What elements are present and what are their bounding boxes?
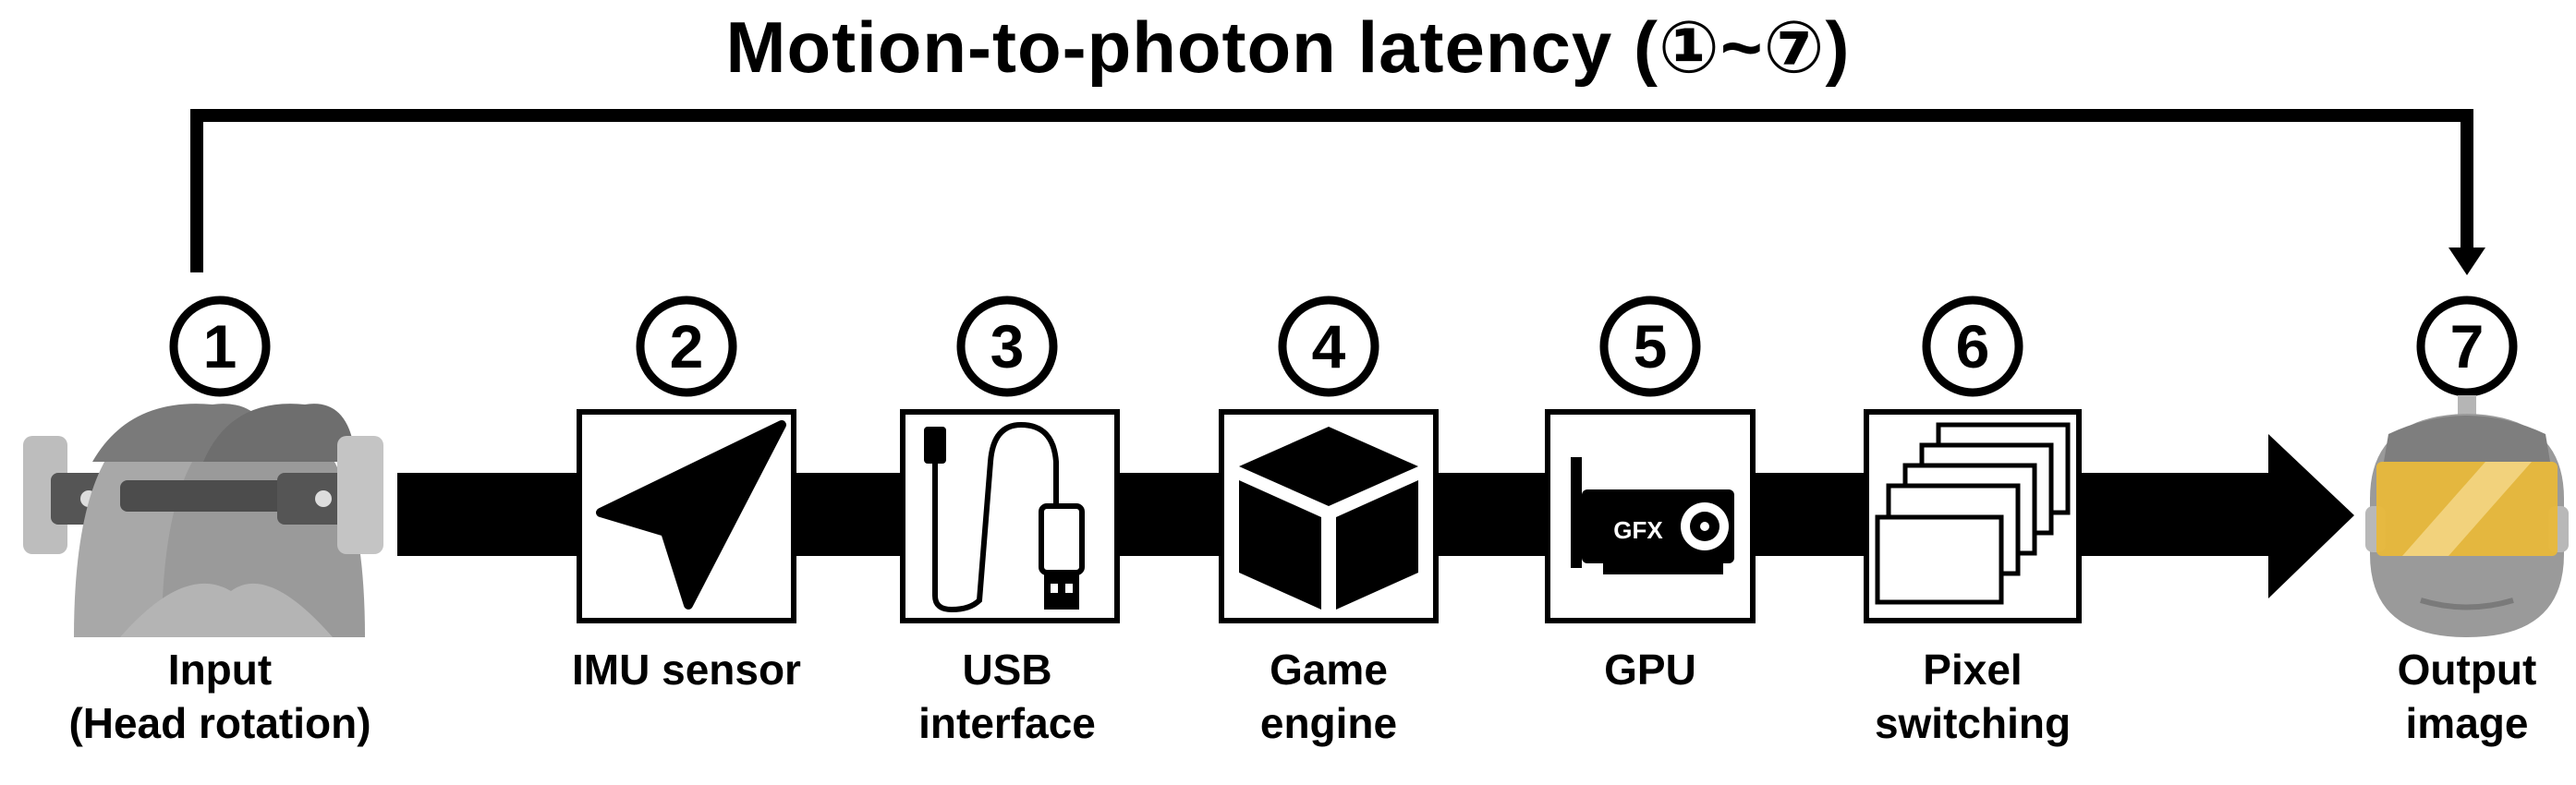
step-marker-4: 4 [1278, 296, 1379, 397]
bracket-arrowhead [2448, 248, 2485, 275]
step-number-7: 7 [2450, 312, 2485, 380]
step-number-1: 1 [203, 312, 237, 380]
stage-label-line: Input [167, 646, 273, 694]
step-number-4: 4 [1312, 312, 1346, 380]
bracket-line [190, 109, 2473, 272]
graphics-card-icon: GFX [1571, 457, 1734, 574]
stacked-frames-icon [1875, 422, 2071, 605]
stage-label-usb: USB interface [841, 643, 1173, 750]
stage-label-line: GPU [1604, 646, 1696, 694]
imu-sensor-box [577, 409, 796, 623]
diagram-title: Motion-to-photon latency (①~⑦) [725, 6, 1851, 88]
step-marker-7: 7 [2416, 296, 2518, 397]
stage-label-output: Output image [2301, 643, 2576, 750]
stage-label-line: USB [962, 646, 1052, 694]
step-marker-6: 6 [1922, 296, 2023, 397]
stage-label-line: IMU sensor [572, 646, 801, 694]
stage-label-line: Game [1270, 646, 1388, 694]
stage-label-gpu: GPU [1484, 643, 1817, 696]
latency-bracket [190, 109, 2485, 275]
stage-label-line: engine [1259, 699, 1398, 747]
vr-headset-output-icon [2365, 395, 2569, 637]
stage-label-pixel-switching: Pixel switching [1806, 643, 2139, 750]
step-markers: 1 2 3 4 5 6 7 [169, 296, 2518, 397]
pixel-switching-box [1864, 409, 2082, 623]
stage-label-line: Pixel [1923, 646, 2023, 694]
step-marker-2: 2 [636, 296, 737, 397]
cube-icon [1239, 427, 1418, 610]
gpu-box: GFX [1545, 409, 1756, 623]
stage-label-line: interface [918, 699, 1096, 747]
stage-label-imu: IMU sensor [520, 643, 853, 696]
stage-label-line: image [2405, 699, 2529, 747]
step-number-2: 2 [670, 312, 704, 380]
head-rotation-icon [23, 404, 383, 637]
stage-label-line: Output [2397, 646, 2537, 694]
usb-cable-icon [924, 421, 1085, 613]
stage-label-input: Input (Head rotation) [54, 643, 386, 750]
step-number-3: 3 [990, 312, 1025, 380]
step-marker-1: 1 [169, 296, 271, 397]
stage-label-line: switching [1874, 699, 2072, 747]
navigation-arrow-icon [596, 420, 786, 610]
stage-label-game-engine: Game engine [1162, 643, 1495, 750]
gfx-label: GFX [1613, 516, 1663, 544]
step-marker-3: 3 [956, 296, 1058, 397]
pipeline-arrowhead [2268, 434, 2354, 598]
usb-interface-box [900, 409, 1120, 623]
step-number-5: 5 [1634, 312, 1668, 380]
stage-label-line: (Head rotation) [68, 699, 371, 747]
step-marker-5: 5 [1599, 296, 1701, 397]
game-engine-box [1219, 409, 1439, 623]
step-number-6: 6 [1956, 312, 1990, 380]
